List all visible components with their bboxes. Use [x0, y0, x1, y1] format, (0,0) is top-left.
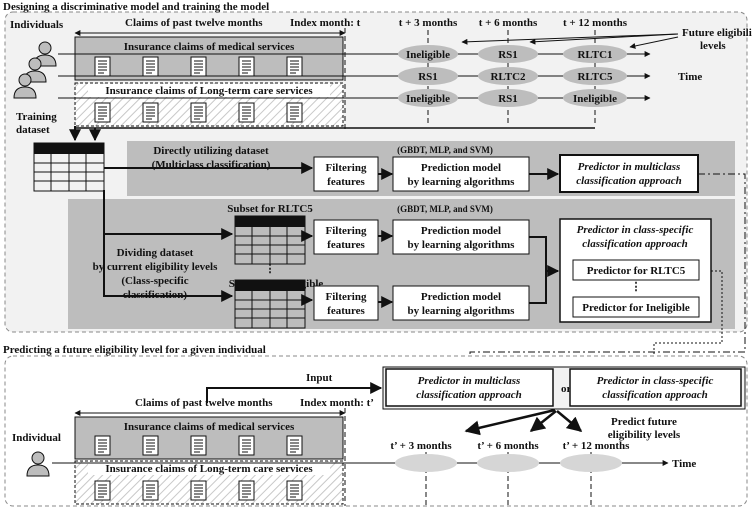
future-levels-label-1: Future eligibility	[682, 27, 752, 39]
merge-line-bottom	[529, 271, 547, 304]
model-box-2-l1: Prediction model	[421, 225, 501, 237]
predictor-inel: Predictor for Ineligible	[582, 302, 690, 314]
training-label-1: Training	[16, 111, 57, 123]
predictor-inel-box	[572, 296, 700, 318]
bottom-predictor-multi-l1: Predictor in multiclass	[418, 375, 521, 387]
input-arrow	[206, 382, 383, 403]
bottom-t12-label: t’ + 12 months	[563, 440, 631, 452]
bottom-ltc-label-bg	[88, 462, 330, 475]
filter-box-1-l1: Filtering	[326, 162, 367, 174]
bottom-claims-past: Claims of past twelve months	[135, 397, 273, 409]
bottom-t6-label: t’ + 6 months	[477, 440, 539, 452]
dividing-l3: (Class-specific	[121, 275, 188, 287]
dividing-l1: Dividing dataset	[117, 247, 194, 259]
t6-label: t + 6 months	[479, 17, 538, 29]
level-r2-t6: RLTC2	[490, 71, 526, 83]
index-month-label: Index month: t	[290, 17, 361, 29]
model-box-3-l2: by learning algorithms	[408, 305, 516, 317]
or-label: or	[561, 383, 572, 395]
direct-title-1: Directly utilizing dataset	[153, 145, 269, 157]
subset-vdots: ⋮	[265, 263, 276, 275]
filter-box-3-l2: features	[327, 305, 365, 317]
level-r1-t6: RS1	[498, 49, 518, 61]
filter-box-2-l2: features	[327, 239, 365, 251]
future-levels-label-2: levels	[700, 40, 726, 52]
bottom-predictor-multi-box	[385, 368, 554, 407]
ltc-claims-label: Insurance claims of Long-term care servi…	[105, 85, 313, 97]
filter-box-1-l2: features	[327, 176, 365, 188]
bottom-predictor-class-l1: Predictor in class-specific	[597, 375, 714, 387]
level-r2-t12: RLTC5	[577, 71, 613, 83]
dividing-l2: by current eligibility levels	[93, 261, 218, 273]
merge-line-top	[529, 236, 547, 271]
predict-arrow-3	[556, 410, 583, 432]
bottom-level-ellipses	[395, 454, 622, 472]
predictor-rltc5-box	[572, 259, 700, 281]
predictor-multi-l2: classification approach	[576, 175, 681, 187]
multi-to-use-connector	[467, 173, 746, 367]
model-box-1-l2: by learning algorithms	[408, 176, 516, 188]
future-arrow-2	[529, 33, 679, 45]
level-r1-t12: RLTC1	[577, 49, 612, 61]
individual-label: Individual	[12, 432, 61, 444]
predictor-multi-l1: Predictor in multiclass	[578, 161, 681, 173]
level-r2-t3: RS1	[418, 71, 438, 83]
model-box-3-l1: Prediction model	[421, 291, 501, 303]
model-box-1	[392, 156, 530, 192]
model-box-2-l2: by learning algorithms	[408, 239, 516, 251]
filter-box-2-l1: Filtering	[326, 225, 367, 237]
model-box-1-l1: Prediction model	[421, 162, 501, 174]
predict-arrow-1	[464, 408, 556, 436]
level-r3-t6: RS1	[498, 93, 518, 105]
subset-rltc5-label: Subset for RLTC5	[227, 203, 313, 215]
input-label: Input	[306, 372, 333, 384]
bottom-title: Predicting a future eligibility level fo…	[3, 344, 266, 356]
bottom-medical-label: Insurance claims of medical services	[124, 421, 295, 433]
model-box-2	[392, 219, 530, 255]
time-label: Time	[678, 71, 702, 83]
predictor-class-l1: Predictor in class-specific	[577, 224, 694, 236]
bottom-predictor-class-l2: classification approach	[602, 389, 707, 401]
bottom-ltc-label: Insurance claims of Long-term care servi…	[105, 463, 313, 475]
t12-label: t + 12 months	[563, 17, 628, 29]
level-r3-t3: Ineligible	[406, 93, 450, 105]
predictor-class-l2: classification approach	[582, 238, 687, 250]
bottom-predictor-class-box	[569, 368, 742, 407]
filter-box-1	[313, 156, 379, 192]
bottom-t3-label: t’ + 3 months	[390, 440, 452, 452]
training-label-2: dataset	[16, 124, 50, 136]
bottom-predictor-multi-l2: classification approach	[416, 389, 521, 401]
predict-future-l2: eligibility levels	[608, 429, 681, 441]
dividing-l4: classification)	[123, 289, 187, 301]
claims-past-label: Claims of past twelve months	[125, 17, 263, 29]
ltc-label-bg	[88, 84, 330, 97]
bottom-index-month: Index month: t’	[300, 397, 374, 409]
future-arrow-3	[629, 36, 679, 49]
predict-future-l1: Predict future	[611, 416, 677, 428]
divide-arrow-inel	[103, 190, 234, 302]
t3-label: t + 3 months	[399, 17, 458, 29]
direct-title-2: (Multiclass classification)	[152, 159, 271, 171]
level-r1-t3: Ineligible	[406, 49, 450, 61]
level-r3-t12: Ineligible	[573, 93, 617, 105]
individuals-label: Individuals	[10, 19, 64, 31]
predictor-rltc5: Predictor for RLTC5	[587, 265, 686, 277]
bottom-time-label: Time	[672, 458, 696, 470]
level-ellipses	[398, 45, 627, 107]
algos-2: (GBDT, MLP, and SVM)	[397, 204, 493, 214]
filter-box-3-l1: Filtering	[326, 291, 367, 303]
predict-arrow-2	[529, 410, 557, 432]
top-title: Designing a discriminative model and tra…	[3, 1, 269, 13]
medical-claims-label: Insurance claims of medical services	[124, 41, 295, 53]
algos-1: (GBDT, MLP, and SVM)	[397, 145, 493, 155]
filter-box-3	[313, 285, 379, 321]
future-arrow-1	[461, 33, 679, 45]
predictor-vdots: ⋮	[631, 281, 642, 293]
